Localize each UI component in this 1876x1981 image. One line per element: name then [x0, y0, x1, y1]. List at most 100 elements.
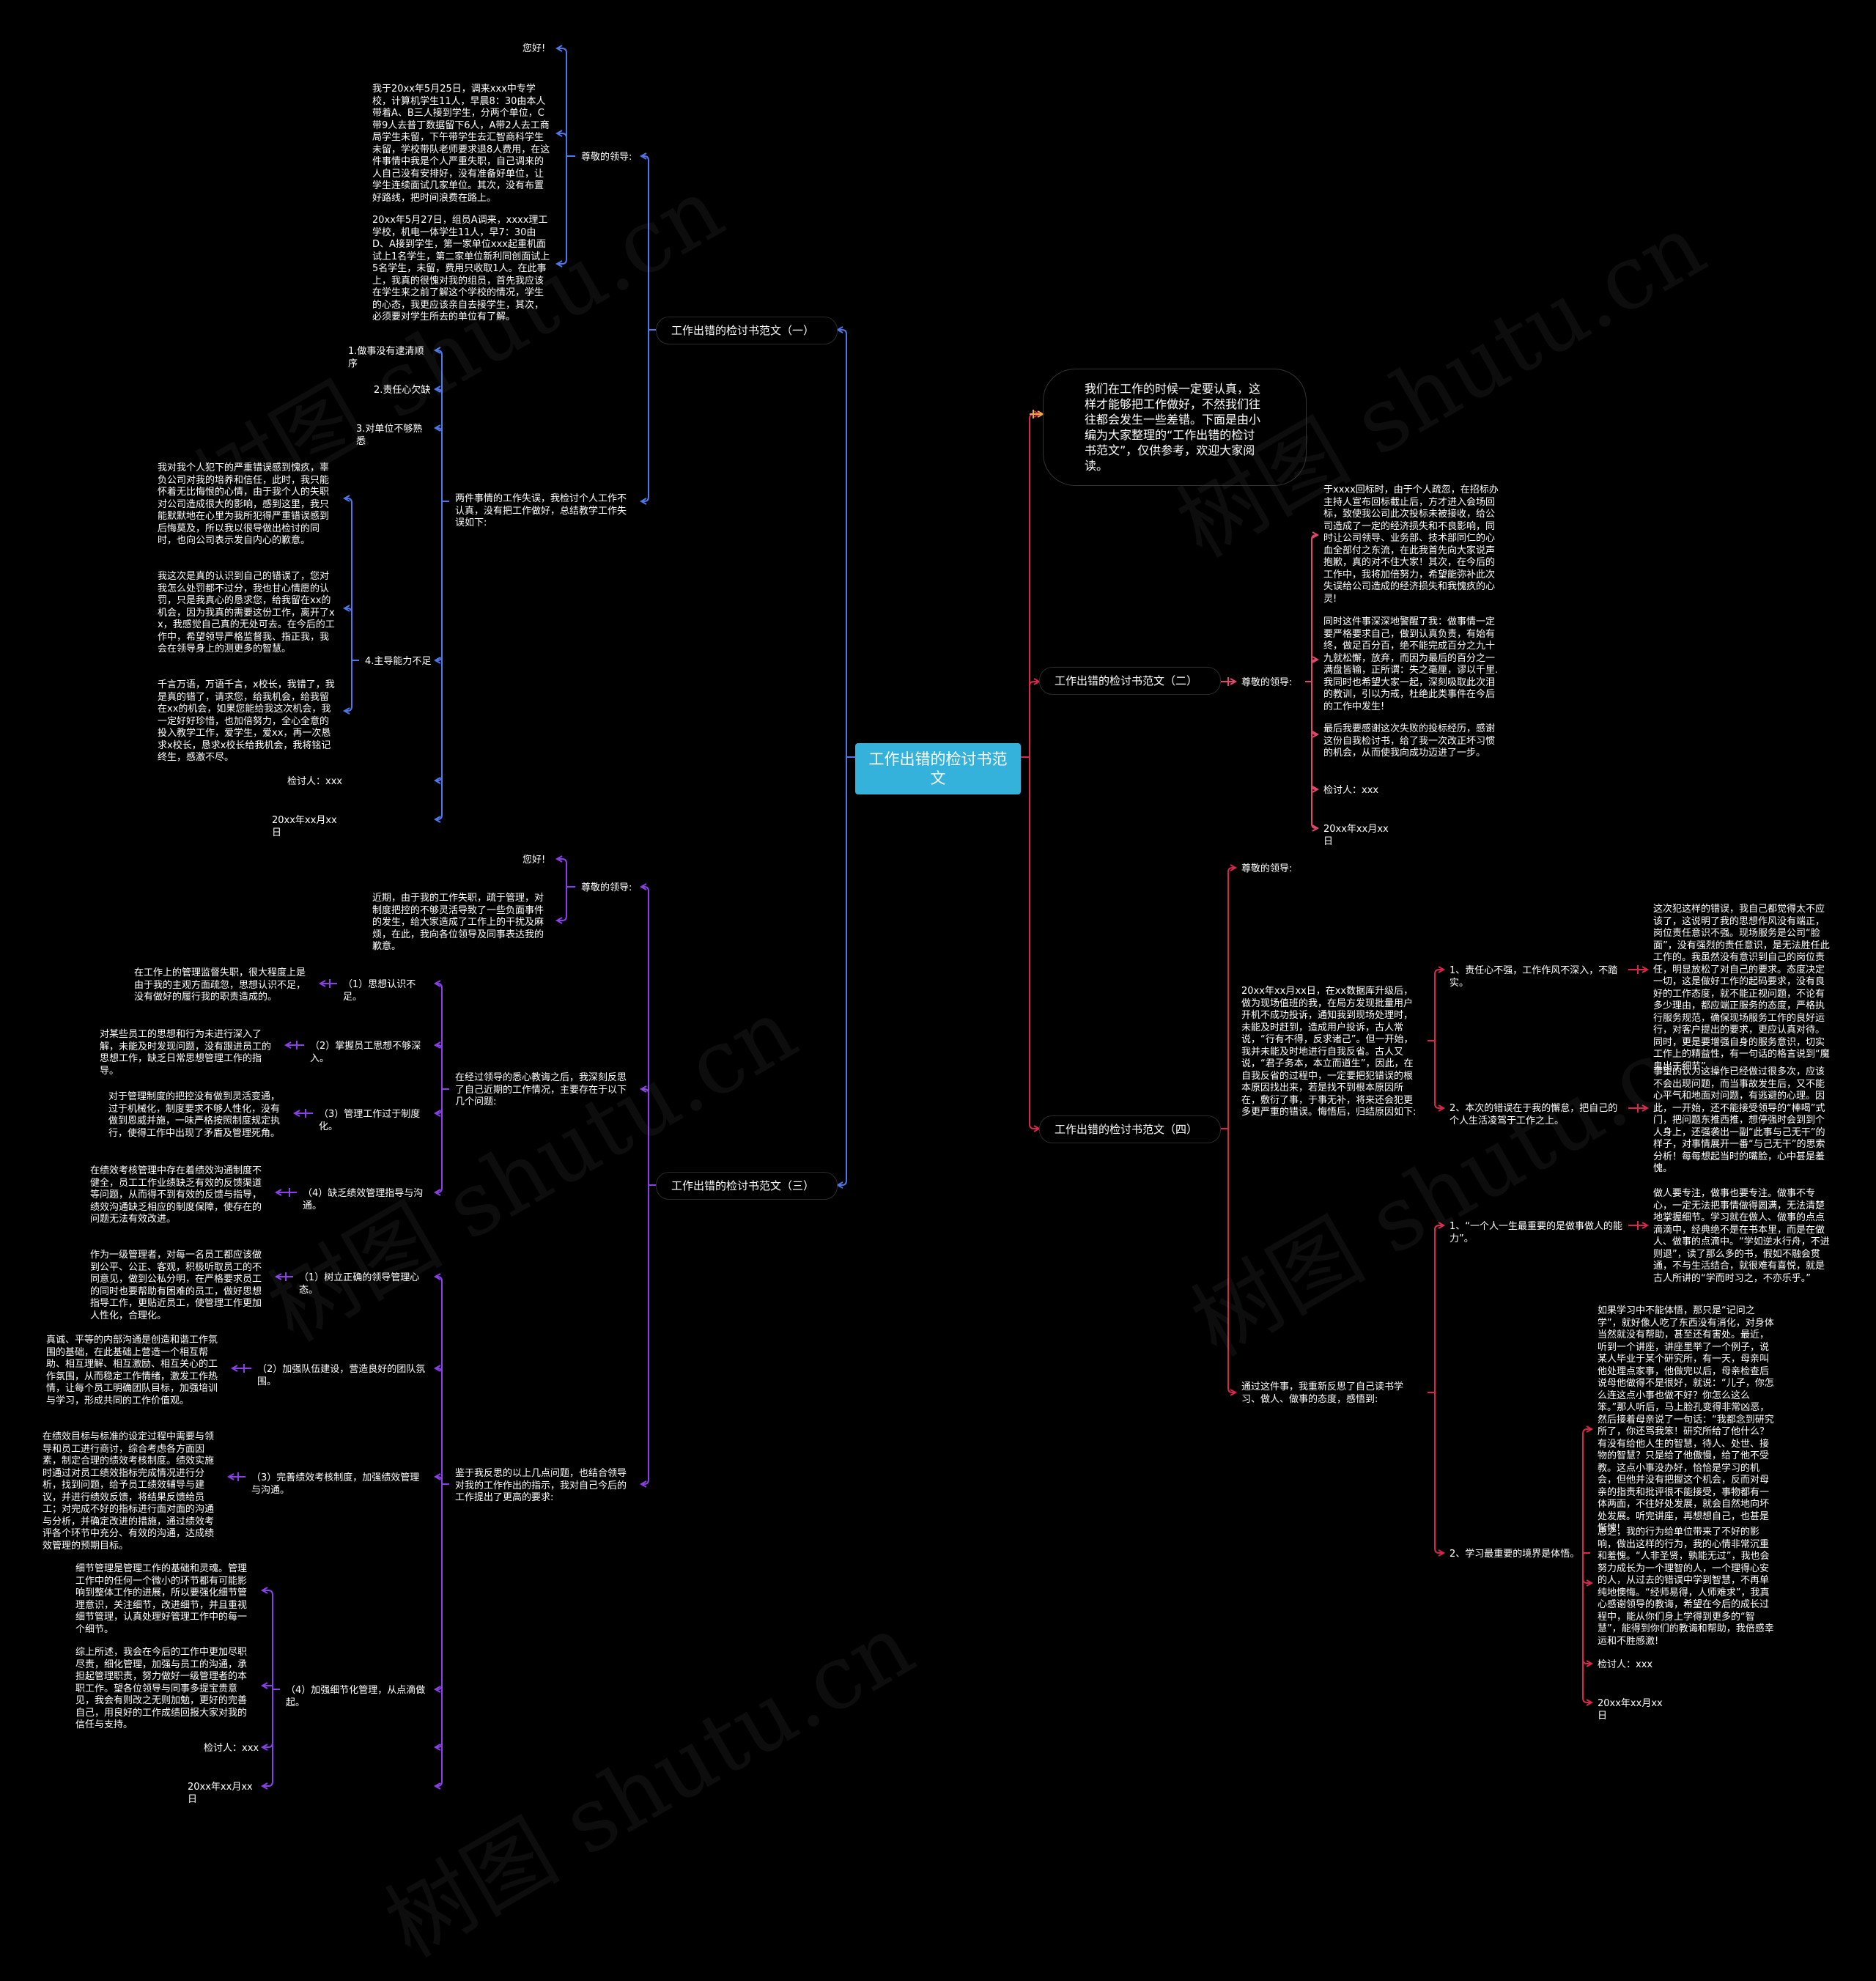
b1-g2-edge-3 — [435, 655, 443, 661]
b3-g2-edge-0 — [435, 983, 443, 989]
b3-para-1[interactable]: 近期，由于我的工作失职，疏于管理，对制度把控的不够灵活导致了一些负面事件的发生，… — [372, 893, 544, 952]
branch-4-title[interactable]: 工作出错的检讨书范文（四） — [1039, 1115, 1221, 1143]
b4-d2-arrow-1 — [1586, 1579, 1594, 1587]
b4-reflection[interactable]: 通过这件事，我重新反思了自己读书学习、做人、做事的态度，感悟到: — [1241, 1381, 1404, 1405]
b1-reason-4-para-1[interactable]: 我对我个人犯下的严重错误感到愧疚，辜负公司对我的培养和信任，此时，我只能怀着无比… — [158, 462, 330, 546]
b3-plan-2-detail[interactable]: 真诚、平等的内部沟通是创造和谐工作氛围的基础，在此基础上营造一个相互帮助、相互理… — [46, 1335, 218, 1406]
b4-d2-edge-2 — [1582, 1659, 1592, 1664]
b3-j1-arrow-0 — [274, 1273, 282, 1280]
b3-plan-4-para-2[interactable]: 综上所述，我会在今后的工作中更加尽职尽责，细化管理，加强与员工的沟通，承担起管理… — [75, 1647, 248, 1730]
b2-date[interactable]: 20xx年xx月xx日 — [1323, 824, 1389, 847]
b4-salutation[interactable]: 尊敬的领导: — [1241, 863, 1293, 874]
b4-insight-2-para-2[interactable]: 总之，我的行为给单位带来了不好的影响，做出这样的行为，我的心情非常沉重和羞愧。“… — [1598, 1527, 1774, 1647]
b1-reason-4-para-2[interactable]: 我这次是真的认识到自己的错误了，您对我怎么处罚都不过分，我也甘心情愿的认罚，只是… — [158, 571, 335, 654]
b3-issue-2[interactable]: （2）掌握员工思想不够深入。 — [310, 1041, 421, 1064]
b4-p1-edge-1 — [1434, 1103, 1444, 1109]
b2-signature[interactable]: 检讨人：xxx — [1323, 785, 1379, 796]
intro-node[interactable]: 我们在工作的时候一定要认真，这样才能够把工作做好，不然我们往往都会发生一些差错。… — [1043, 369, 1307, 486]
b3-g2-arrow-3 — [433, 1189, 441, 1196]
b3-salutation[interactable]: 尊敬的领导: — [581, 882, 632, 893]
b3-g3-edge-4 — [435, 1742, 443, 1748]
branch-2-title[interactable]: 工作出错的检讨书范文（二） — [1039, 667, 1221, 695]
b3-g3-edge-3 — [435, 1684, 443, 1690]
b4-d2-edge-0 — [1582, 1428, 1592, 1434]
b4-insight-1[interactable]: 1、“一个人一生最重要的是做事做人的能力”。 — [1450, 1221, 1623, 1244]
b3-g2-edge-2 — [435, 1108, 443, 1114]
b1-g1-edge-0 — [557, 48, 567, 54]
b2-para-3[interactable]: 最后我要感谢这次失败的投标经历，感谢这份自我检讨书，给了我一次改正坏习惯的机会，… — [1323, 723, 1496, 759]
b1-para-1[interactable]: 我于20xx年5月25日，调来xxx中专学校，计算机学生11人，早晨8：30由本… — [372, 84, 550, 204]
b1-edge-1 — [641, 496, 649, 502]
b2-para-1[interactable]: 于xxxx回标时，由于个人疏忽，在招标办主持人宣布回标截止后，方才进入会场回标，… — [1323, 484, 1499, 605]
b4-insight-2[interactable]: 2、学习最重要的境界是体悟。 — [1450, 1549, 1580, 1560]
b4-cause-1[interactable]: 1、责任心不强，工作作风不深入，不踏实。 — [1450, 965, 1618, 989]
b3-greeting[interactable]: 您好! — [522, 855, 546, 866]
b1-signature[interactable]: 检讨人：xxx — [287, 776, 343, 787]
b3-plan-1[interactable]: （1）树立正确的领导管理心态。 — [299, 1272, 420, 1296]
b4-d2-arrow-0 — [1586, 1425, 1594, 1433]
b4-date[interactable]: 20xx年xx月xx日 — [1598, 1698, 1663, 1722]
b3-j3-arrow-0 — [226, 1473, 234, 1480]
b3-plan-3-detail[interactable]: 在绩效目标与标准的设定过程中需要与领导和员工进行商讨，综合考虑各方面因素，制定合… — [43, 1431, 215, 1552]
b4-insight-2-para-1[interactable]: 如果学习中不能体悟，那只是“记问之学”，就好像人吃了东西没有消化，对身体当然就没… — [1598, 1305, 1774, 1534]
root-right-edge-1 — [1029, 681, 1039, 687]
b1-g2-arrow-2 — [433, 424, 441, 432]
b1-reason-4[interactable]: 4.主导能力不足 — [365, 656, 432, 667]
b1-arrow-0 — [639, 152, 647, 160]
b1-greeting[interactable]: 您好! — [522, 43, 546, 54]
b1-g2-arrow-4 — [433, 777, 441, 784]
b3-issue-4[interactable]: （4）缺乏绩效管理指导与沟通。 — [303, 1188, 424, 1211]
b2-para-2[interactable]: 同时这件事深深地警醒了我：做事情一定要严格要求自己，做到认真负责，有始有终，做足… — [1323, 616, 1499, 712]
b3-g3-edge-2 — [435, 1476, 443, 1482]
b4-g2-arrow-1 — [1438, 1549, 1446, 1557]
b4-d2-edge-1 — [1582, 1578, 1592, 1584]
b1-date[interactable]: 20xx年xx月xx日 — [272, 815, 337, 838]
branch-1-title[interactable]: 工作出错的检讨书范文（一） — [656, 317, 838, 344]
b2-salutation[interactable]: 尊敬的领导: — [1241, 677, 1293, 688]
b3-date[interactable]: 20xx年xx月xx日 — [188, 1782, 253, 1805]
b4-cause-2[interactable]: 2、本次的错误在于我的懈怠，把自己的个人生活凌驾于工作之上。 — [1450, 1103, 1618, 1126]
b3-arrow-0 — [639, 883, 647, 890]
b1-reason-1[interactable]: 1.做事没有逮清顺序 — [348, 346, 424, 369]
b1-reason-2[interactable]: 2.责任心欠缺 — [374, 385, 431, 396]
b4-insight-1-detail[interactable]: 做人要专注，做事也要专注。做事不专心，一定无法把事情做得圆满，无法清楚地掌握细节… — [1653, 1188, 1830, 1284]
b3-plan-4-para-1[interactable]: 细节管理是管理工作的基础和灵魂。管理工作中的任何一个微小的环节都有可能影响到整体… — [75, 1563, 248, 1635]
b4-cause-1-detail[interactable]: 这次犯这样的错误，我自己都觉得太不应该了，这说明了我的思想作风没有端正，岗位责任… — [1653, 904, 1830, 1072]
b3-plan-4[interactable]: （4）加强细节化管理，从点滴做起。 — [286, 1685, 426, 1708]
b4-p1-arrow-1 — [1438, 1104, 1446, 1112]
b3-improvement[interactable]: 鉴于我反思的以上几点问题，也结合领导对我的工作作出的指示，我对自己今后的工作提出… — [455, 1468, 627, 1503]
b1-reason-4-para-3[interactable]: 千言万语，万语千言，x校长，我错了，我是真的错了，请求您，给我机会，给我留在xx… — [158, 679, 335, 763]
b3-arrow-1 — [639, 1085, 647, 1093]
b2-g1-arrow-4 — [1312, 825, 1320, 832]
b3-issue-1-detail[interactable]: 在工作上的管理监督失职，很大程度上是由于我的主观方面疏忽，思想认识不足，没有做好… — [134, 967, 306, 1003]
b3-edge-2 — [641, 1479, 649, 1485]
b4-para-1[interactable]: 20xx年xx月xx日，在xx数据库升级后，做为现场值班的我，在局方发现批量用户… — [1241, 986, 1417, 1118]
b3-plan-3[interactable]: （3）完善绩效考核制度，加强绩效管理与沟通。 — [251, 1472, 420, 1496]
b3-plan-2[interactable]: （2）加强队伍建设，营造良好的团队氛围。 — [257, 1364, 426, 1387]
b3-issue-4-detail[interactable]: 在绩效考核管理中存在着绩效沟通制度不健全，员工工作业绩缺乏有效的反馈渠道等问题，… — [90, 1165, 262, 1225]
b3-edge-1 — [641, 1088, 649, 1094]
b3-issue-2-detail[interactable]: 对某些员工的思想和行为未进行深入了解，未能及时发现问题，没有跟进员工的思想工作，… — [100, 1029, 272, 1077]
b2-g1-arrow-2 — [1312, 731, 1320, 738]
b1-summary[interactable]: 两件事情的工作失误，我检讨个人工作不认真，没有把工作做好，总结教学工作失误如下: — [455, 493, 627, 528]
b3-signature[interactable]: 检讨人：xxx — [204, 1743, 259, 1754]
b4-c2-arrow-0 — [1642, 1104, 1650, 1112]
b4-cause-2-detail[interactable]: 事望的认为这操作已经做过很多次，应该不会出现问题，而当事故发生后，又不能心平气和… — [1653, 1066, 1825, 1174]
b3-issue-3[interactable]: （3）管理工作过于制度化。 — [319, 1109, 421, 1132]
b1-reason-3[interactable]: 3.对单位不够熟悉 — [356, 424, 423, 447]
b3-g1-edge-0 — [557, 858, 567, 864]
b1-g2-arrow-0 — [433, 347, 441, 354]
b1-para-2[interactable]: 20xx年5月27日，组员A调来，xxxx理工学校，机电一体学生11人，早7：3… — [372, 215, 550, 322]
branch-3-title[interactable]: 工作出错的检讨书范文（三） — [656, 1172, 838, 1200]
b1-r4-edge-2 — [344, 706, 352, 712]
b4-p1-arrow-0 — [1438, 966, 1446, 973]
b1-salutation[interactable]: 尊敬的领导: — [581, 152, 632, 163]
b3-arrow-2 — [639, 1480, 647, 1488]
b3-reflection[interactable]: 在经过领导的悉心教诲之后，我深刻反思了自己近期的工作情况，主要存在于以下几个问题… — [455, 1072, 627, 1107]
b4-signature[interactable]: 检讨人：xxx — [1598, 1659, 1653, 1670]
b1-g2-arrow-1 — [433, 385, 441, 393]
b3-issue-1[interactable]: （1）思想认识不足。 — [343, 979, 416, 1003]
b3-plan-1-detail[interactable]: 作为一级管理者，对每一名员工都应该做到公平、公正、客观，积极听取员工的不同意见，… — [90, 1250, 262, 1321]
root-topic[interactable]: 工作出错的检讨书范文 — [855, 743, 1021, 794]
b3-issue-3-detail[interactable]: 对于管理制度的把控没有做到灵活变通，过于机械化，制度要求不够人性化，没有做到恩威… — [108, 1091, 281, 1139]
